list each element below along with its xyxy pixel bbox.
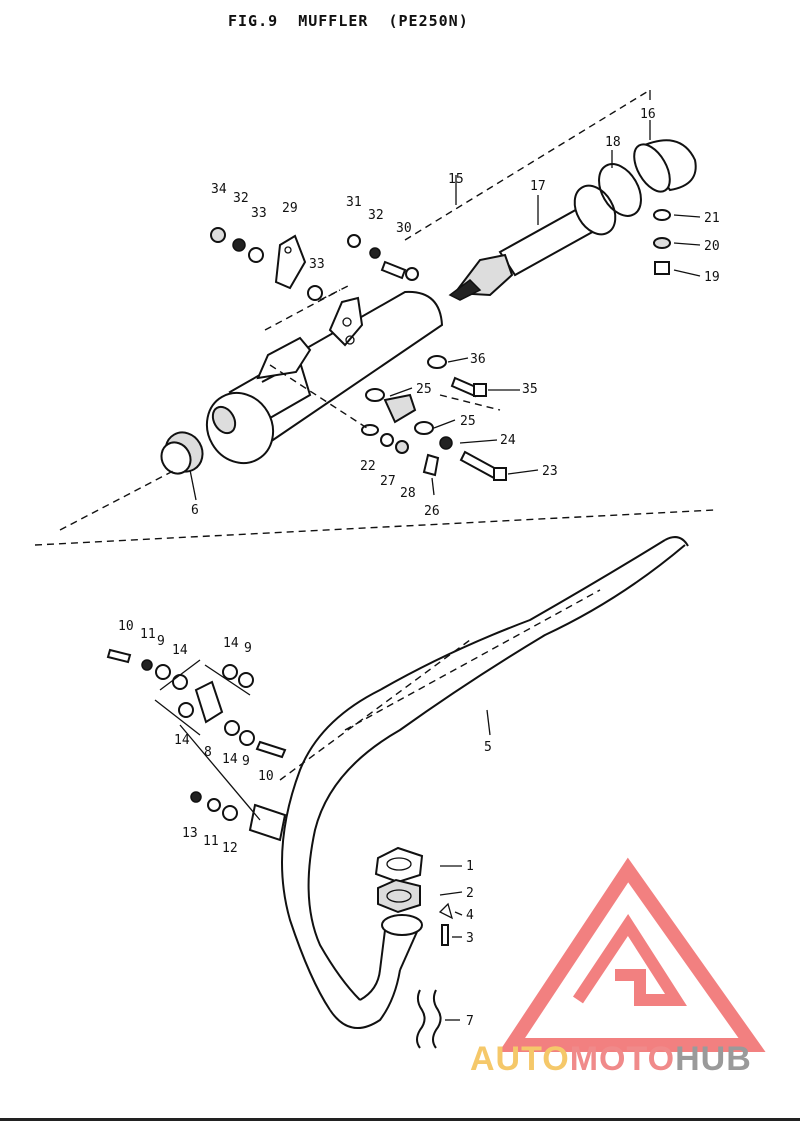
bottom-border [0, 1118, 800, 1121]
exhaust-gaskets [374, 846, 454, 946]
label-20: 20 [704, 239, 720, 254]
label-7: 7 [466, 1014, 474, 1029]
leader-lines [189, 214, 701, 1021]
label-9b: 9 [244, 641, 252, 656]
label-26: 26 [424, 504, 440, 519]
label-15: 15 [448, 172, 464, 187]
label-25a: 25 [416, 382, 432, 397]
logo-part-hub: HUB [675, 1040, 752, 1078]
tail-pipe [448, 184, 617, 301]
label-9a: 9 [157, 634, 165, 649]
label-2: 2 [466, 886, 474, 901]
watermark-logo: AUTOMOTOHUB [470, 1040, 752, 1079]
label-33a: 33 [251, 206, 267, 221]
assembly-lines-upper [34, 89, 716, 546]
label-11a: 11 [140, 627, 156, 642]
label-28: 28 [400, 486, 416, 501]
label-27: 27 [380, 474, 396, 489]
label-32a: 32 [233, 191, 249, 206]
silencer-body [205, 290, 444, 465]
label-25b: 25 [460, 414, 476, 429]
logo-triangle-icon [498, 857, 766, 1052]
label-18: 18 [605, 135, 621, 150]
label-11b: 11 [203, 834, 219, 849]
label-6: 6 [191, 503, 199, 518]
label-12: 12 [222, 841, 238, 856]
label-3: 3 [466, 931, 474, 946]
label-1: 1 [466, 859, 474, 874]
springs [416, 989, 442, 1049]
label-14c: 14 [174, 733, 190, 748]
label-17: 17 [530, 179, 546, 194]
logo-part-moto: MOTO [569, 1040, 676, 1078]
label-34: 34 [211, 182, 227, 197]
label-23: 23 [542, 464, 558, 479]
hardware-upper-left [210, 227, 419, 301]
hardware-lower-left [106, 648, 287, 821]
label-22: 22 [360, 459, 376, 474]
label-4: 4 [466, 908, 474, 923]
label-14a: 14 [172, 643, 188, 658]
label-31: 31 [346, 195, 362, 210]
label-24: 24 [500, 433, 516, 448]
label-8: 8 [204, 745, 212, 760]
label-10a: 10 [118, 619, 134, 634]
label-29: 29 [282, 201, 298, 216]
hardware-upper-right [653, 209, 671, 275]
label-36: 36 [470, 352, 486, 367]
label-9c: 9 [242, 754, 250, 769]
label-32b: 32 [368, 208, 384, 223]
label-35: 35 [522, 382, 538, 397]
label-33b: 33 [309, 257, 325, 272]
clamp-ring [598, 163, 642, 217]
end-cap [633, 139, 697, 193]
figure-title: FIG.9 MUFFLER (PE250N) [228, 12, 469, 30]
exhaust-pipe [248, 536, 689, 1029]
label-16: 16 [640, 107, 656, 122]
end-plug [160, 431, 204, 475]
label-30: 30 [396, 221, 412, 236]
label-14b: 14 [223, 636, 239, 651]
logo-part-auto: AUTO [470, 1040, 570, 1078]
label-5: 5 [484, 740, 492, 755]
label-14d: 14 [222, 752, 238, 767]
label-21: 21 [704, 211, 720, 226]
label-10b: 10 [258, 769, 274, 784]
hardware-middle [361, 355, 507, 481]
label-19: 19 [704, 270, 720, 285]
part-numbers: 1 2 3 4 5 6 7 8 9 9 9 10 10 11 11 12 13 … [118, 107, 720, 1029]
label-13: 13 [182, 826, 198, 841]
